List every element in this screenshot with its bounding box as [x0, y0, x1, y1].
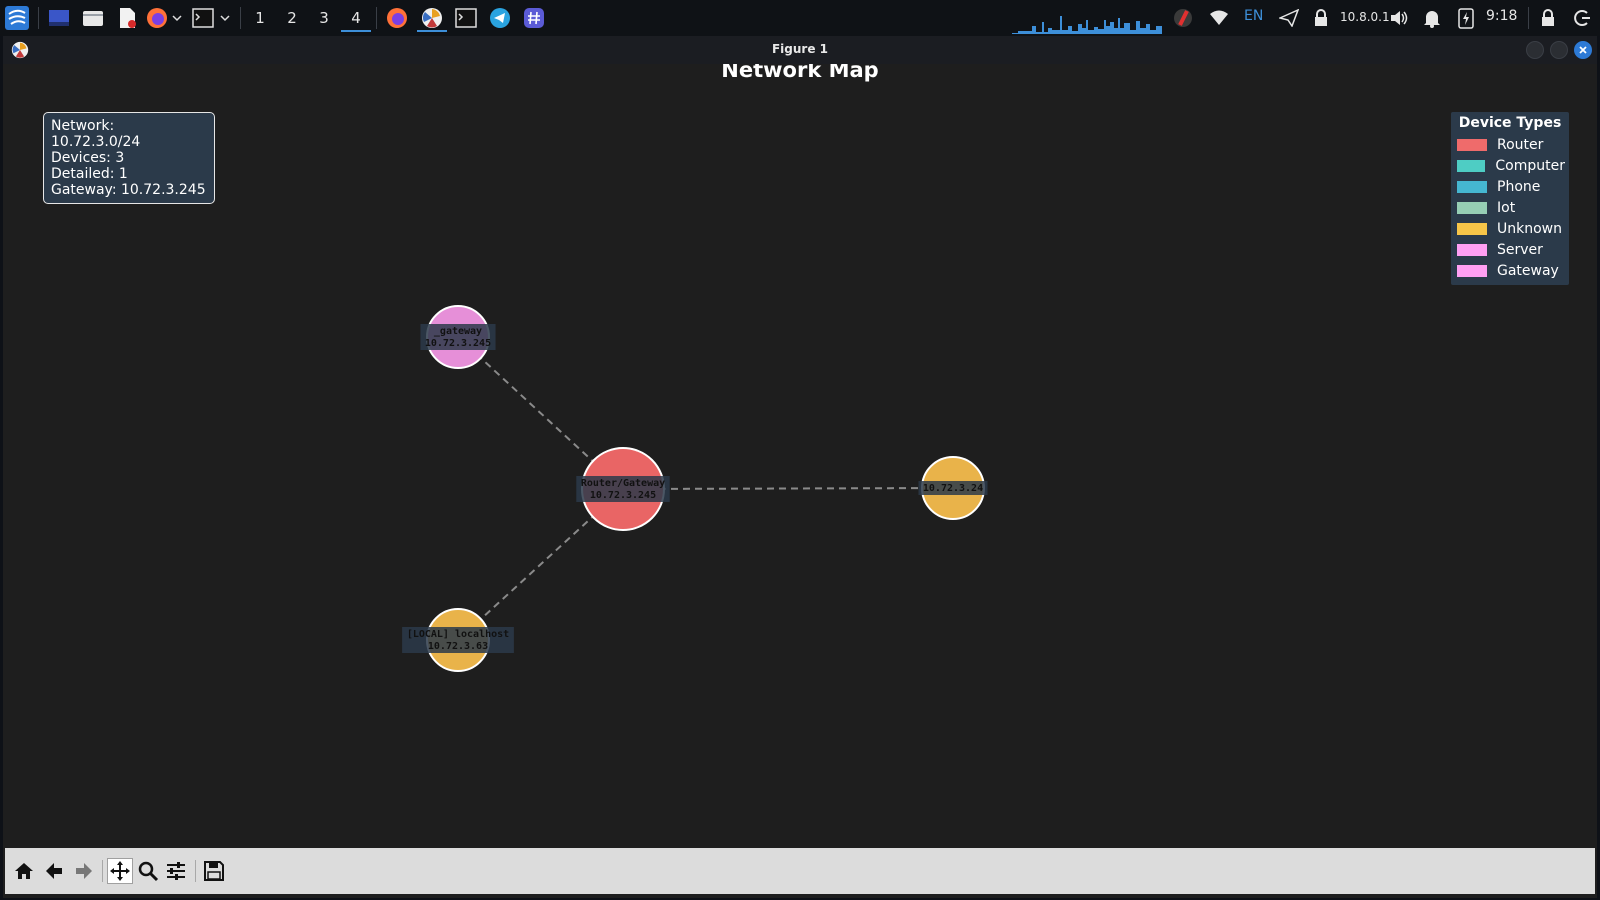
forward-icon[interactable] — [71, 858, 97, 884]
figure-window-icon[interactable] — [417, 6, 447, 32]
legend-label: Phone — [1497, 178, 1541, 195]
plot-toolbar — [5, 848, 1595, 894]
cpu-graph — [1012, 8, 1162, 34]
vpn-ip: 10.8.0.1 — [1340, 10, 1390, 24]
legend-label: Unknown — [1497, 220, 1562, 237]
info-network: Network: 10.72.3.0/24 — [51, 118, 141, 150]
battery-charging-icon[interactable] — [1454, 6, 1478, 30]
minimize-button[interactable] — [1526, 41, 1544, 59]
legend-item: Computer — [1455, 155, 1565, 176]
node-label: _gateway — [434, 326, 482, 337]
legend-item: Unknown — [1455, 218, 1565, 239]
firefox-icon[interactable] — [144, 6, 170, 30]
telegram-icon[interactable] — [486, 6, 514, 30]
workspace-1[interactable]: 1 — [255, 9, 265, 27]
volume-icon[interactable] — [1386, 6, 1412, 30]
maximize-button[interactable] — [1550, 41, 1568, 59]
legend-swatch — [1457, 264, 1487, 277]
network-info-box: Network: 10.72.3.0/24 Devices: 3 Detaile… — [43, 112, 215, 204]
back-icon[interactable] — [41, 858, 67, 884]
show-desktop-icon[interactable] — [46, 6, 72, 30]
node-label: [LOCAL] localhost — [407, 629, 509, 640]
clock[interactable]: 9:18 — [1486, 8, 1518, 24]
hashtag-app-icon[interactable] — [520, 6, 548, 30]
node-label-box — [576, 476, 670, 502]
window-title: Figure 1 — [771, 42, 829, 56]
chevron-down-icon[interactable] — [170, 6, 184, 30]
terminal-window-icon[interactable] — [452, 6, 480, 30]
zoom-icon[interactable] — [135, 858, 161, 884]
chevron-down-icon[interactable] — [218, 6, 232, 30]
keyboard-layout[interactable]: EN — [1244, 8, 1264, 24]
legend-label: Router — [1497, 136, 1544, 153]
configure-icon[interactable] — [163, 858, 189, 884]
close-button[interactable] — [1574, 41, 1592, 59]
node-label-box — [420, 324, 496, 350]
node-label: 10.72.3.245 — [425, 338, 491, 349]
toolbar-separator — [102, 860, 103, 882]
logout-icon[interactable] — [1570, 6, 1594, 30]
workspace-3[interactable]: 3 — [319, 9, 329, 27]
legend-label: Server — [1497, 241, 1543, 258]
text-editor-icon[interactable] — [114, 6, 140, 30]
home-icon[interactable] — [11, 858, 37, 884]
info-detailed: Detailed: 1 — [51, 166, 128, 182]
vpn-lock-icon[interactable] — [1310, 6, 1332, 30]
node-label-box — [918, 481, 988, 495]
shield-status-icon[interactable] — [1170, 6, 1196, 30]
wifi-icon[interactable] — [1206, 6, 1232, 30]
legend-swatch — [1457, 222, 1487, 235]
legend-label: Gateway — [1497, 262, 1559, 279]
legend-label: Computer — [1495, 157, 1565, 174]
legend-item: Iot — [1455, 197, 1565, 218]
file-manager-icon[interactable] — [80, 6, 106, 30]
legend-swatch — [1457, 159, 1486, 172]
window-app-icon — [11, 41, 29, 59]
lock-screen-icon[interactable] — [1536, 6, 1560, 30]
edge-router-host24 — [622, 487, 954, 490]
workspace-2[interactable]: 2 — [287, 9, 297, 27]
info-devices: Devices: 3 — [51, 150, 125, 166]
app-menu-icon[interactable] — [4, 6, 30, 30]
toolbar-separator — [195, 860, 196, 882]
plot-title: Network Map — [721, 64, 879, 82]
notification-bell-icon[interactable] — [1420, 6, 1444, 30]
terminal-icon[interactable] — [190, 6, 216, 30]
node-host24[interactable]: 10.72.3.24 — [918, 456, 988, 520]
legend-swatch — [1457, 138, 1487, 151]
legend-label: Iot — [1497, 199, 1516, 216]
firefox-window-icon[interactable] — [383, 6, 411, 30]
legend-title: Device Types — [1458, 115, 1562, 131]
legend-item: Router — [1455, 134, 1565, 155]
legend-swatch — [1457, 201, 1487, 214]
info-gateway: Gateway: 10.72.3.245 — [51, 182, 206, 198]
node-label: 10.72.3.24 — [923, 483, 983, 494]
node-label: Router/Gateway — [581, 478, 665, 489]
legend-item: Gateway — [1455, 260, 1565, 281]
window-titlebar[interactable]: Figure 1 — [3, 36, 1597, 64]
legend-item: Server — [1455, 239, 1565, 260]
network-graph: Router/Gateway10.72.3.245_gateway10.72.3… — [402, 305, 988, 672]
legend-item: Phone — [1455, 176, 1565, 197]
node-label-box — [402, 627, 514, 653]
workspace-4[interactable]: 4 — [341, 6, 371, 32]
save-icon[interactable] — [201, 858, 227, 884]
taskbar: 1 2 3 4 EN 10.8.0.1 9:18 — [0, 0, 1600, 36]
legend-swatch — [1457, 180, 1487, 193]
pan-icon[interactable] — [107, 858, 133, 884]
node-label: 10.72.3.245 — [590, 490, 656, 501]
node-label: 10.72.3.63 — [428, 641, 488, 652]
send-icon[interactable] — [1276, 6, 1302, 30]
legend-swatch — [1457, 243, 1487, 256]
